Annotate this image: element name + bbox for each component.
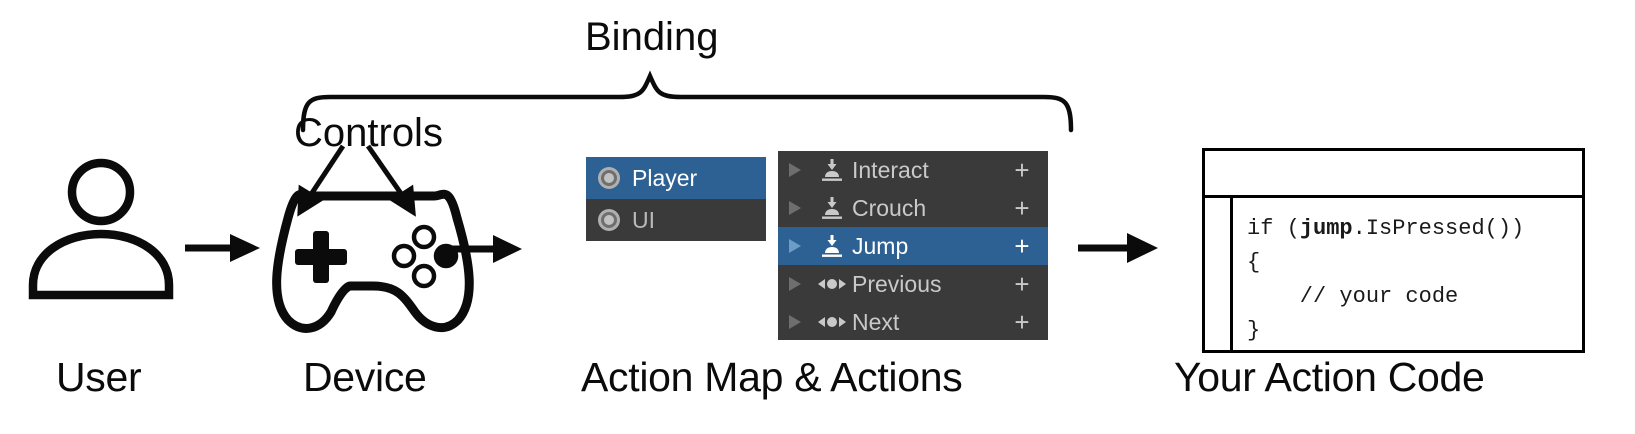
caption-user: User <box>56 354 142 400</box>
code-window-titlebar <box>1205 151 1582 198</box>
dpad-icon <box>295 231 347 283</box>
code-snippet[interactable]: if (jump.IsPressed()) { // your code} <box>1233 198 1582 350</box>
add-binding-button[interactable]: + <box>1014 193 1030 223</box>
disclosure-triangle-icon[interactable] <box>778 275 812 293</box>
face-buttons-icon <box>391 224 459 289</box>
button-action-icon <box>812 234 852 258</box>
binding-label: Binding <box>585 15 719 59</box>
input-action-asset-icon <box>598 167 620 189</box>
input-action-asset-icon <box>598 209 620 231</box>
add-binding-button[interactable]: + <box>1014 307 1030 337</box>
action-row-next[interactable]: Next + <box>778 303 1048 340</box>
control-pointer-arrows-icon <box>297 144 416 217</box>
add-binding-button[interactable]: + <box>1014 231 1030 261</box>
caption-action-code: Your Action Code <box>1174 354 1485 400</box>
button-action-icon <box>812 158 852 182</box>
disclosure-triangle-icon[interactable] <box>778 313 812 331</box>
disclosure-triangle-icon[interactable] <box>778 237 812 255</box>
action-map-panel[interactable]: Player UI <box>586 157 766 241</box>
code-line: // your code <box>1247 284 1459 310</box>
action-row-label: Interact <box>852 156 929 183</box>
caption-action-map: Action Map & Actions <box>581 354 963 400</box>
axis-action-icon <box>812 275 852 293</box>
code-window-body: if (jump.IsPressed()) { // your code} <box>1205 198 1582 350</box>
code-gutter <box>1205 198 1233 350</box>
controls-label: Controls <box>294 111 443 155</box>
action-row-previous[interactable]: Previous + <box>778 265 1048 303</box>
action-row-label: Previous <box>852 270 942 297</box>
disclosure-triangle-icon[interactable] <box>778 199 812 217</box>
arrow-right-icon <box>185 234 260 262</box>
action-row-jump[interactable]: Jump + <box>778 227 1048 265</box>
action-row-crouch[interactable]: Crouch + <box>778 189 1048 227</box>
action-row-interact[interactable]: Interact + <box>778 151 1048 189</box>
gamepad-icon <box>272 189 474 333</box>
action-map-item-label: UI <box>632 206 655 233</box>
action-map-item-player[interactable]: Player <box>586 157 766 199</box>
action-map-item-label: Player <box>632 164 698 191</box>
action-map-item-ui[interactable]: UI <box>586 199 766 241</box>
arrow-right-icon <box>448 235 522 263</box>
action-row-label: Next <box>852 308 900 335</box>
action-row-label: Jump <box>852 232 909 259</box>
code-line: if (jump.IsPressed()) <box>1247 216 1525 241</box>
code-line: } <box>1247 318 1261 344</box>
code-line: { <box>1247 250 1261 276</box>
add-binding-button[interactable]: + <box>1014 269 1030 299</box>
action-row-label: Crouch <box>852 194 927 221</box>
button-action-icon <box>812 196 852 220</box>
actions-panel[interactable]: Interact + Crouch + <box>778 151 1048 340</box>
arrow-right-icon <box>1078 233 1158 263</box>
disclosure-triangle-icon[interactable] <box>778 161 812 179</box>
code-window: if (jump.IsPressed()) { // your code} <box>1202 148 1585 353</box>
axis-action-icon <box>812 313 852 331</box>
caption-device: Device <box>303 354 427 400</box>
add-binding-button[interactable]: + <box>1014 155 1030 185</box>
person-icon <box>28 158 174 300</box>
